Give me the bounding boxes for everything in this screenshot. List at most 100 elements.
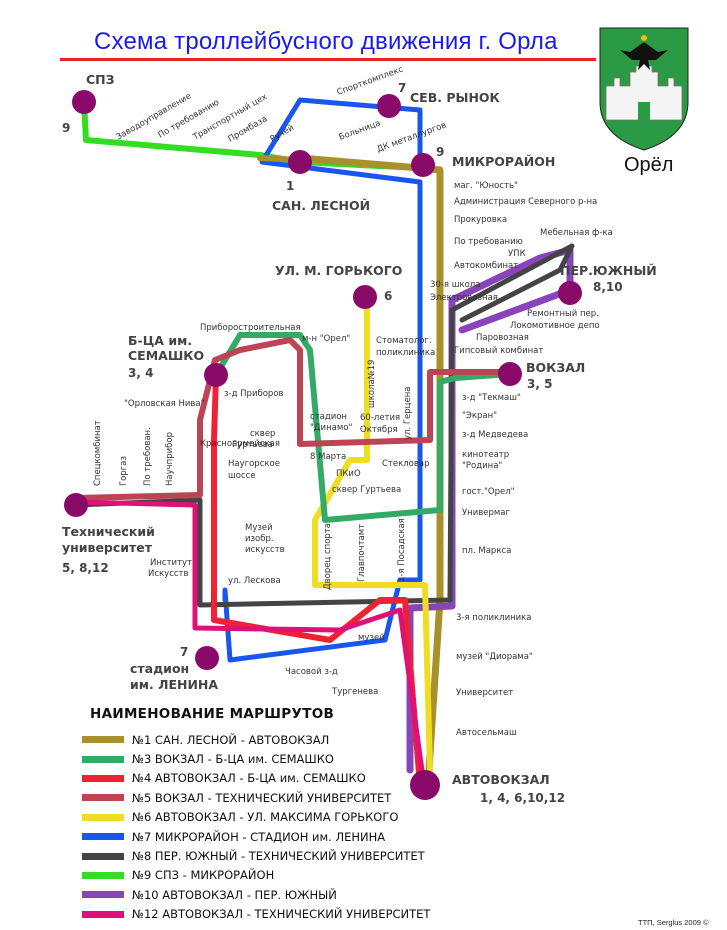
label-mikroraion: МИКРОРАЙОН <box>452 154 555 169</box>
label-spz-route: 9 <box>62 121 70 135</box>
stop-label: "Экран" <box>462 411 497 421</box>
label-ul-m-gorkogo-route: 6 <box>384 289 392 303</box>
label-semashko-route: 3, 4 <box>128 366 153 380</box>
label-avtovokzal-route: 1, 4, 6,10,12 <box>480 791 565 805</box>
route-3-line <box>213 332 513 523</box>
legend-swatch <box>82 871 124 879</box>
legend-swatch <box>82 852 124 860</box>
stop-label: Красноармейская <box>200 439 280 449</box>
legend-swatch <box>82 794 124 802</box>
legend-row: №4 АВТОВОКЗАЛ - Б-ЦА им. СЕМАШКО <box>82 769 482 788</box>
stop-label: Мебельная ф-ка <box>540 228 613 238</box>
legend-swatch <box>82 891 124 899</box>
stop-label: Прокуровка <box>454 215 507 225</box>
legend-label: №9 СПЗ - МИКРОРАЙОН <box>132 868 275 883</box>
stop-sev-rynok <box>377 94 401 118</box>
stop-label: Приборостроительная <box>200 323 301 333</box>
stop-label: шоссе <box>228 471 256 481</box>
stop-label: Электровозная <box>430 293 498 303</box>
stop-label: школа№19 <box>367 360 377 408</box>
stop-label: Гуртьева <box>232 440 273 450</box>
stop-label: Октября <box>360 425 398 435</box>
stop-label: искусств <box>245 545 285 555</box>
stop-label: изобр. <box>245 534 274 544</box>
stop-label: кинотеатр <box>462 450 509 460</box>
stop-label: Институт <box>150 558 192 568</box>
stop-label: ул. Герцена <box>403 387 413 440</box>
title-underline <box>60 58 600 61</box>
route-4-line <box>211 372 423 788</box>
stop-label: ПКиО <box>336 469 361 479</box>
stop-label: Музей <box>245 523 273 533</box>
stop-label: Администрация Северного р-на <box>454 197 597 207</box>
legend-row: №10 АВТОВОКЗАЛ - ПЕР. ЮЖНЫЙ <box>82 885 482 904</box>
stop-ul-m-gorkogo <box>353 285 377 309</box>
stop-label: пл. Маркса <box>462 546 511 556</box>
label-per-yuzhny-route: 8,10 <box>593 280 623 294</box>
stop-avtovokzal <box>410 770 440 800</box>
stop-label: сквер Гуртьева <box>332 485 401 495</box>
stop-b-tsa-semashko <box>204 363 228 387</box>
stop-label: Главпочтамт <box>357 524 367 582</box>
label-b-tsa: Б-ЦА им. <box>128 333 192 348</box>
label-vokzal-route: 3, 5 <box>527 377 552 391</box>
stop-label: Универмаг <box>462 508 511 518</box>
stop-label: з-д Медведева <box>462 430 528 440</box>
legend-label: №3 ВОКЗАЛ - Б-ЦА им. СЕМАШКО <box>132 752 334 767</box>
stop-label: музей "Диорама" <box>456 652 533 662</box>
stop-label: з-д Приборов <box>224 389 284 399</box>
legend-row: №5 ВОКЗАЛ - ТЕХНИЧЕСКИЙ УНИВЕРСИТЕТ <box>82 788 482 807</box>
city-name-label: Орёл <box>624 154 674 176</box>
legend-swatch <box>82 833 124 841</box>
stop-label: Спорткомплекс <box>336 64 405 97</box>
stop-label: Искусств <box>148 569 189 579</box>
legend-row: №12 АВТОВОКЗАЛ - ТЕХНИЧЕСКИЙ УНИВЕРСИТЕТ <box>82 905 482 924</box>
label-sev-rynok-route: 7 <box>398 81 406 95</box>
stop-label: 3-я поликлиника <box>456 613 532 623</box>
stop-label: Паровозная <box>476 333 529 343</box>
stop-label: 8 Марта <box>310 452 346 462</box>
route-5-line <box>73 337 513 501</box>
legend-label: №7 МИКРОРАЙОН - СТАДИОН им. ЛЕНИНА <box>132 829 386 844</box>
stop-label: м-н "Орел" <box>302 334 350 344</box>
stop-label: Стекловар <box>382 459 430 469</box>
label-tech-route: 5, 8,12 <box>62 561 109 575</box>
stop-label: Автосельмаш <box>456 728 517 738</box>
label-semashko: СЕМАШКО <box>128 348 204 363</box>
map-title: Схема троллейбусного движения г. Орла <box>94 28 558 55</box>
legend-row: №6 АВТОВОКЗАЛ - УЛ. МАКСИМА ГОРЬКОГО <box>82 808 482 827</box>
label-stadion-2: им. ЛЕНИНА <box>130 677 218 692</box>
stop-label: "Родина" <box>462 461 502 471</box>
legend-label: №8 ПЕР. ЮЖНЫЙ - ТЕХНИЧЕСКИЙ УНИВЕРСИТЕТ <box>132 849 425 864</box>
city-coat-of-arms <box>596 24 692 154</box>
stop-label: з-д "Текмаш" <box>462 393 521 403</box>
stop-label: ул. Лескова <box>228 576 281 586</box>
credit-text: ТТП, Serglus 2009 © <box>638 918 709 927</box>
stop-label: Гипсовый комбинат <box>454 346 543 356</box>
stop-label: Спецкомбинат <box>93 420 103 486</box>
stop-stadion-lenina <box>195 646 219 670</box>
stop-label: Ремонтный пер. <box>527 309 599 319</box>
legend-swatch <box>82 774 124 782</box>
legend-swatch <box>82 736 124 744</box>
legend-row: №7 МИКРОРАЙОН - СТАДИОН им. ЛЕНИНА <box>82 827 482 846</box>
stop-label: По требованию <box>454 237 523 247</box>
legend-row: №3 ВОКЗАЛ - Б-ЦА им. СЕМАШКО <box>82 749 482 768</box>
stop-label: Стоматолог. <box>376 336 432 346</box>
stop-label: Наугорское <box>228 459 280 469</box>
route-7-line <box>222 97 423 663</box>
legend-title: НАИМЕНОВАНИЕ МАРШРУТОВ <box>90 706 335 722</box>
stop-label: стадион <box>310 412 347 422</box>
label-vokzal: ВОКЗАЛ <box>526 360 585 375</box>
stop-label: гост."Орел" <box>462 487 515 497</box>
legend-label: №5 ВОКЗАЛ - ТЕХНИЧЕСКИЙ УНИВЕРСИТЕТ <box>132 790 392 805</box>
stop-label: Часовой з-д <box>285 667 338 677</box>
route-6-line <box>312 293 433 773</box>
stop-label: Тургенева <box>331 687 378 697</box>
label-per-yuzhny: ПЕР.ЮЖНЫЙ <box>560 263 657 278</box>
stop-tech-university <box>64 493 88 517</box>
label-mikroraion-route: 9 <box>436 145 444 159</box>
stop-mikroraion <box>411 153 435 177</box>
legend-swatch <box>82 813 124 821</box>
stop-label: маг. "Юность" <box>454 181 518 191</box>
